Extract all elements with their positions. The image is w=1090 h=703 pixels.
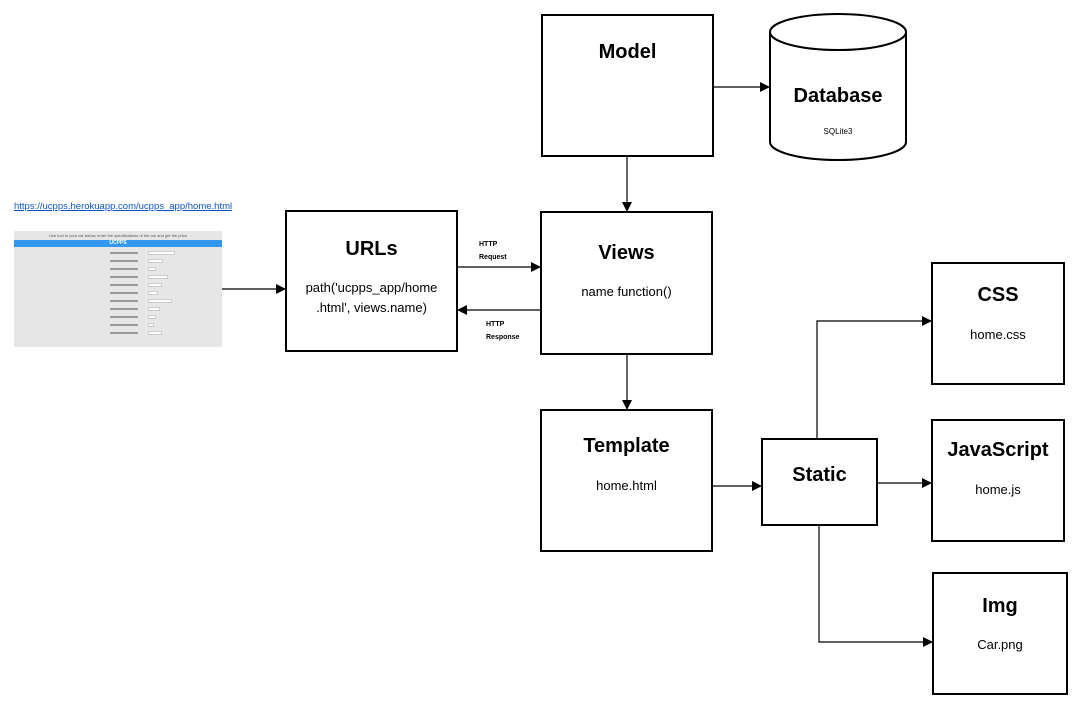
thumbnail-form-row [110, 259, 165, 264]
http-request-label: HTTP Request [479, 238, 507, 264]
thumbnail-form-row [110, 307, 165, 312]
http-request-label-line-1: HTTP [479, 241, 498, 248]
template-title: Template [583, 435, 670, 457]
static-box: Static [761, 438, 878, 526]
thumbnail-form-row [110, 275, 168, 280]
views-box: Views name function() [540, 211, 713, 355]
database-subtitle: SQLite3 [823, 127, 853, 136]
urls-line-2: .html', views.name) [316, 300, 427, 315]
template-subtitle: home.html [596, 478, 657, 493]
javascript-subtitle: home.js [975, 482, 1021, 497]
thumbnail-title-bar: UCPPS [14, 240, 222, 247]
static-css-connector [812, 316, 932, 447]
img-title: Img [982, 595, 1018, 617]
static-img-connector [814, 517, 933, 647]
thumbnail-form-row [110, 331, 165, 336]
thumbnail-form-row [110, 299, 172, 304]
views-title: Views [598, 242, 655, 264]
database-cylinder [769, 13, 907, 161]
css-box: CSS home.css [931, 262, 1065, 385]
thumbnail-form-row [110, 283, 165, 288]
app-screenshot-thumbnail: Use tool to your car below, enter the sp… [14, 231, 222, 347]
model-box: Model [541, 14, 714, 157]
template-box: Template home.html [540, 409, 713, 552]
img-subtitle: Car.png [977, 637, 1023, 652]
views-subtitle: name function() [581, 284, 672, 299]
urls-box: URLs path('ucpps_app/home .html', views.… [285, 210, 458, 352]
http-response-label: HTTP Response [486, 318, 519, 344]
http-response-label-line-1: HTTP [486, 321, 505, 328]
javascript-title: JavaScript [947, 439, 1049, 461]
css-subtitle: home.css [970, 327, 1026, 342]
thumbnail-form-row [110, 251, 175, 256]
thumbnail-form-row [110, 323, 165, 328]
http-request-label-line-2: Request [479, 254, 507, 261]
thumbnail-form-row [110, 291, 165, 296]
thumbnail-header-text: Use tool to your car below, enter the sp… [49, 233, 187, 238]
model-title: Model [598, 41, 657, 63]
http-response-label-line-2: Response [486, 334, 520, 341]
javascript-box: JavaScript home.js [931, 419, 1065, 542]
css-title: CSS [977, 284, 1019, 306]
app-url-link[interactable]: https://ucpps.herokuapp.com/ucpps_app/ho… [14, 201, 233, 212]
static-title: Static [792, 464, 847, 486]
urls-title: URLs [345, 238, 398, 260]
img-box: Img Car.png [932, 572, 1068, 695]
urls-line-1: path('ucpps_app/home [305, 280, 438, 295]
thumbnail-form-row [110, 267, 165, 272]
thumbnail-form-row [110, 315, 165, 320]
database-title: Database [793, 85, 883, 107]
